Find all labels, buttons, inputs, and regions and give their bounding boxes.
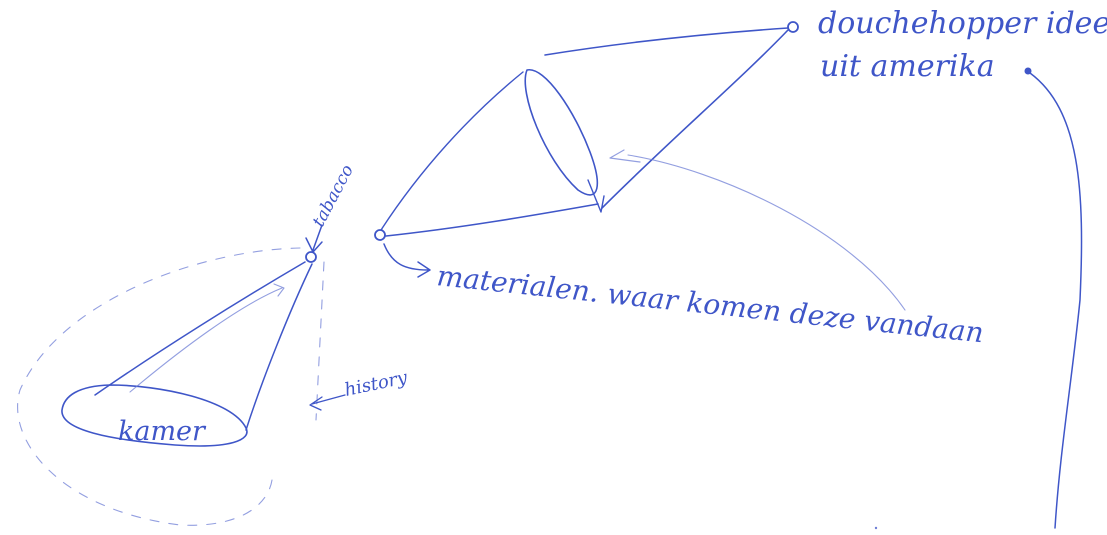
kamer-inner-arrow [274,284,284,296]
douche-node [788,22,798,32]
kamer-dashed-vertical [316,262,324,420]
materialen-arrow [384,244,430,277]
amerika-long-line [1030,73,1082,528]
kamer-cone [18,225,345,525]
douche-cone-spike [588,180,604,212]
douche-cone [381,22,798,236]
materialen-node [375,230,385,240]
douche-cone-right-edge [602,30,788,208]
tabacco-arrow [306,225,322,252]
amerika-label: uit amerika [820,49,995,84]
materialen-label: materialen. waar komen deze vandaan [435,259,985,349]
kamer-cone-left-edge [95,262,305,395]
douche-cone-left-edge [381,72,523,230]
kamer-label: kamer [118,416,207,447]
tabacco-node [306,252,316,262]
kamer-inner-line [130,288,282,392]
history-arrow [310,395,345,410]
douche-cone-bottom-edge [386,204,598,236]
history-label: history [343,367,410,401]
douche-cone-top-edge [545,28,788,55]
douche-cone-base-ellipse [525,70,597,195]
tabacco-label: tabacco [309,162,358,231]
stray-dot [875,527,877,529]
douche-label: douchehopper idee [818,6,1107,41]
